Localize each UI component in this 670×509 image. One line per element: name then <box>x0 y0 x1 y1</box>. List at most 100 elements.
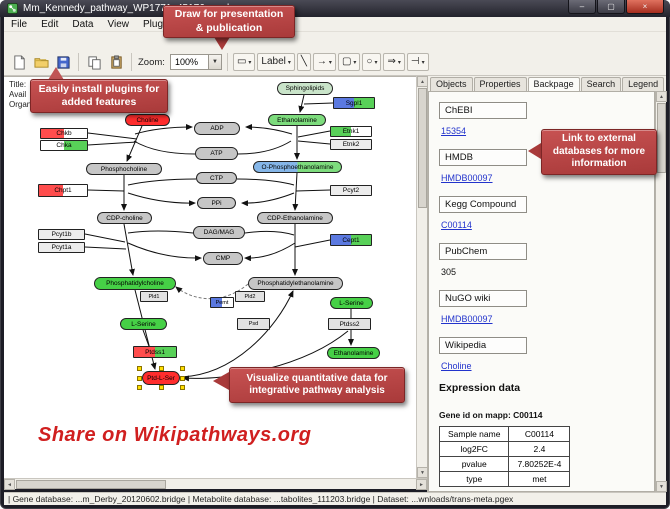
pathway-node-o-phosphoethanolamine[interactable]: O-Phosphoethanolamine <box>253 161 342 173</box>
tab-legend[interactable]: Legend <box>622 77 665 91</box>
selection-handle[interactable] <box>180 376 185 381</box>
menu-data[interactable]: Data <box>72 18 94 30</box>
pathway-node-ctp[interactable]: CTP <box>196 172 237 184</box>
pathway-edge[interactable] <box>244 242 296 262</box>
pathway-edge[interactable] <box>126 125 143 162</box>
shape-tool[interactable]: ▢▾ <box>337 53 361 71</box>
label-tool[interactable]: Label▾ <box>257 53 295 71</box>
selection-handle[interactable] <box>180 385 185 390</box>
pathway-edge[interactable] <box>127 178 197 186</box>
database-link[interactable]: Choline <box>441 361 472 371</box>
save-disk-button[interactable] <box>53 52 73 72</box>
pathway-edge[interactable] <box>127 230 194 234</box>
pathway-edge[interactable] <box>87 189 125 192</box>
pathway-edge[interactable] <box>87 132 138 140</box>
pathway-node-adp[interactable]: ADP <box>194 122 240 135</box>
pathway-node-ethanolamine[interactable]: Ethanolamine <box>327 347 380 359</box>
pathway-edge[interactable] <box>297 140 331 145</box>
pathway-edge[interactable] <box>127 192 196 207</box>
pathway-edge[interactable] <box>84 246 127 250</box>
pathway-node-pld2[interactable]: Pld2 <box>235 291 265 302</box>
scrollbar-thumb[interactable] <box>16 480 166 489</box>
pathway-edge[interactable] <box>87 141 138 146</box>
pathway-edge[interactable] <box>295 189 331 192</box>
pathway-edge[interactable] <box>298 94 305 113</box>
pathway-edge[interactable] <box>245 124 293 135</box>
arrow-tool[interactable]: →▾ <box>312 53 336 71</box>
pathway-node-ptd-l-ser[interactable]: Ptd-L-Ser <box>142 371 180 385</box>
pathway-edge[interactable] <box>297 130 331 138</box>
pathway-node-pemt[interactable]: Pemt <box>210 297 234 308</box>
datanode-tool[interactable]: ▭▾ <box>232 53 256 71</box>
panel-vertical-scrollbar[interactable]: ▲ ▼ <box>655 91 667 492</box>
titlebar[interactable]: Mm_Kennedy_pathway_WP1771_45176.gpml – ▢… <box>0 0 670 17</box>
pathway-node-sgpl1[interactable]: Sgpl1 <box>333 97 375 109</box>
tab-backpage[interactable]: Backpage <box>527 77 580 91</box>
scroll-right-icon[interactable]: ► <box>416 479 427 490</box>
pathway-node-ptdss2[interactable]: Ptdss2 <box>328 318 371 330</box>
open-folder-button[interactable] <box>31 52 51 72</box>
selection-handle[interactable] <box>159 385 164 390</box>
ellipse-tool[interactable]: ○▾ <box>362 53 382 71</box>
inhibition-tool[interactable]: ⊣▾ <box>406 53 429 71</box>
pathway-edge[interactable] <box>292 172 299 211</box>
pathway-edge[interactable] <box>236 178 295 186</box>
canvas-horizontal-scrollbar[interactable]: ◄ ► <box>4 478 427 490</box>
close-button[interactable]: × <box>626 0 664 14</box>
menu-view[interactable]: View <box>107 18 129 30</box>
pathway-node-l-serine[interactable]: L-Serine <box>330 297 373 309</box>
pathway-edge[interactable] <box>142 329 151 350</box>
menu-edit[interactable]: Edit <box>41 18 59 30</box>
pathway-edge[interactable] <box>133 140 196 155</box>
selection-handle[interactable] <box>137 366 142 371</box>
interaction-tool[interactable]: ⇒▾ <box>383 53 405 71</box>
tab-search[interactable]: Search <box>580 77 622 91</box>
pathway-node-etnk2[interactable]: Etnk2 <box>330 139 372 150</box>
maximize-button[interactable]: ▢ <box>597 0 625 14</box>
selection-handle[interactable] <box>159 366 164 371</box>
pathway-edge[interactable] <box>241 192 295 207</box>
selection-handle[interactable] <box>137 376 142 381</box>
pathway-node-psd[interactable]: Psd <box>237 318 270 330</box>
pathway-node-dag-mag[interactable]: DAG/MAG <box>193 226 245 239</box>
pathway-node-cdp-ethanolamine[interactable]: CDP-Ethanolamine <box>257 212 333 224</box>
menu-plugins[interactable]: Plugins <box>142 18 176 30</box>
pathway-node-phosphocholine[interactable]: Phosphocholine <box>86 163 162 175</box>
pathway-node-ppi[interactable]: PPi <box>197 197 236 209</box>
copy-button[interactable] <box>84 52 104 72</box>
pathway-edge[interactable] <box>237 140 292 155</box>
selection-handle[interactable] <box>137 385 142 390</box>
pathway-node-phosphatidylethanolamine[interactable]: Phosphatidylethanolamine <box>248 277 343 290</box>
pathway-edge[interactable] <box>123 223 135 276</box>
pathway-node-l-serine[interactable]: L-Serine <box>120 318 167 330</box>
scroll-down-icon[interactable]: ▼ <box>656 481 667 492</box>
tab-properties[interactable]: Properties <box>473 77 527 91</box>
pathway-node-choline[interactable]: Choline <box>125 114 170 126</box>
zoom-combo[interactable]: 100%▼ <box>169 54 222 70</box>
pathway-edge[interactable] <box>84 233 126 243</box>
pathway-edge[interactable] <box>127 242 202 262</box>
pathway-node-atp[interactable]: ATP <box>195 147 238 160</box>
pathway-node-chpt1[interactable]: Chpt1 <box>38 184 88 197</box>
pathway-node-cdp-choline[interactable]: CDP-choline <box>97 212 152 224</box>
pathway-node-phosphatidylcholine[interactable]: Phosphatidylcholine <box>94 277 176 290</box>
database-link[interactable]: HMDB00097 <box>441 314 493 324</box>
line-tool[interactable]: ╲ <box>296 53 311 71</box>
scrollbar-thumb[interactable] <box>418 88 427 208</box>
pathway-edge[interactable] <box>294 239 331 248</box>
pathway-edge[interactable] <box>303 102 334 105</box>
pathway-node-pcyt1a[interactable]: Pcyt1a <box>38 242 85 253</box>
pathway-node-cmp[interactable]: CMP <box>203 252 243 265</box>
pathway-node-chkb[interactable]: Chkb <box>40 128 88 139</box>
scroll-left-icon[interactable]: ◄ <box>4 479 15 490</box>
tab-objects[interactable]: Objects <box>430 77 473 91</box>
minimize-button[interactable]: – <box>568 0 596 14</box>
pathway-node-sphingolipids[interactable]: Sphingolipids <box>277 82 333 95</box>
pathway-node-ethanolamine[interactable]: Ethanolamine <box>268 114 326 126</box>
pathway-node-pcyt2[interactable]: Pcyt2 <box>330 185 372 196</box>
new-file-button[interactable] <box>9 52 29 72</box>
scrollbar-thumb[interactable] <box>657 103 666 173</box>
database-link[interactable]: C00114 <box>441 220 472 230</box>
pathway-edge[interactable] <box>244 230 295 236</box>
pathway-node-chka[interactable]: Chka <box>40 140 88 151</box>
